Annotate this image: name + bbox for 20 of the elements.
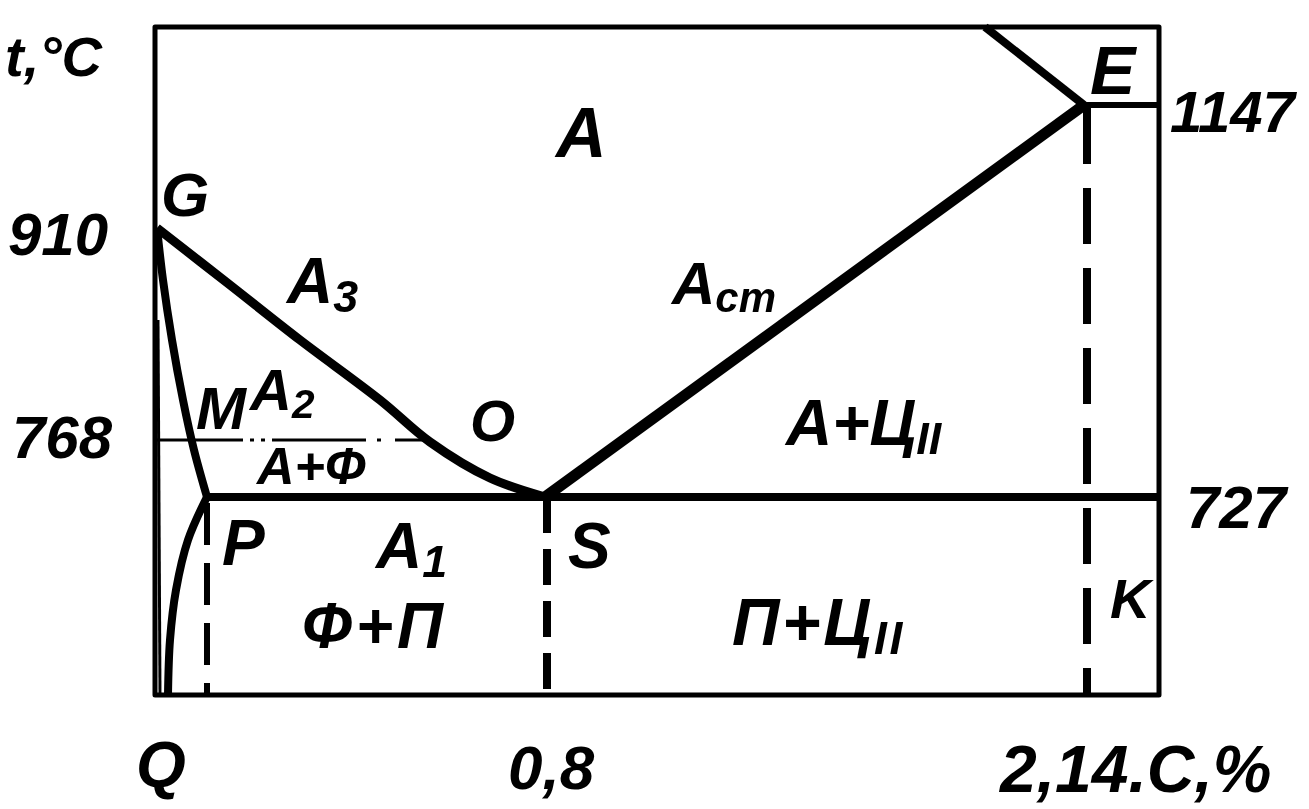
tick-label: 0,8 <box>508 736 595 799</box>
tick-label: 727 <box>1186 478 1287 539</box>
line-label: А$_{1}$ <box>376 513 448 578</box>
region-label: А <box>556 97 607 168</box>
point-label: S <box>568 513 611 578</box>
tick-label: 910 <box>8 205 109 266</box>
axis-label: t,°C <box>5 28 103 85</box>
point-label: E <box>1090 39 1136 101</box>
point-label: P <box>222 510 265 575</box>
point-label: G <box>161 163 210 226</box>
tick-label: 1147 <box>1170 82 1295 141</box>
tick-label: 768 <box>12 408 113 469</box>
line-label: А$_{cm}$ <box>672 254 777 315</box>
axis-label: 2,14.C,% <box>1000 736 1272 803</box>
point-label: M <box>196 382 246 437</box>
line-label: А$_{3}$ <box>287 248 359 313</box>
line-label: А$_{2}$ <box>250 360 315 419</box>
region-label: А+Ф <box>257 442 366 490</box>
point-label: O <box>470 391 516 450</box>
region-label: Ф+П <box>302 593 447 658</box>
